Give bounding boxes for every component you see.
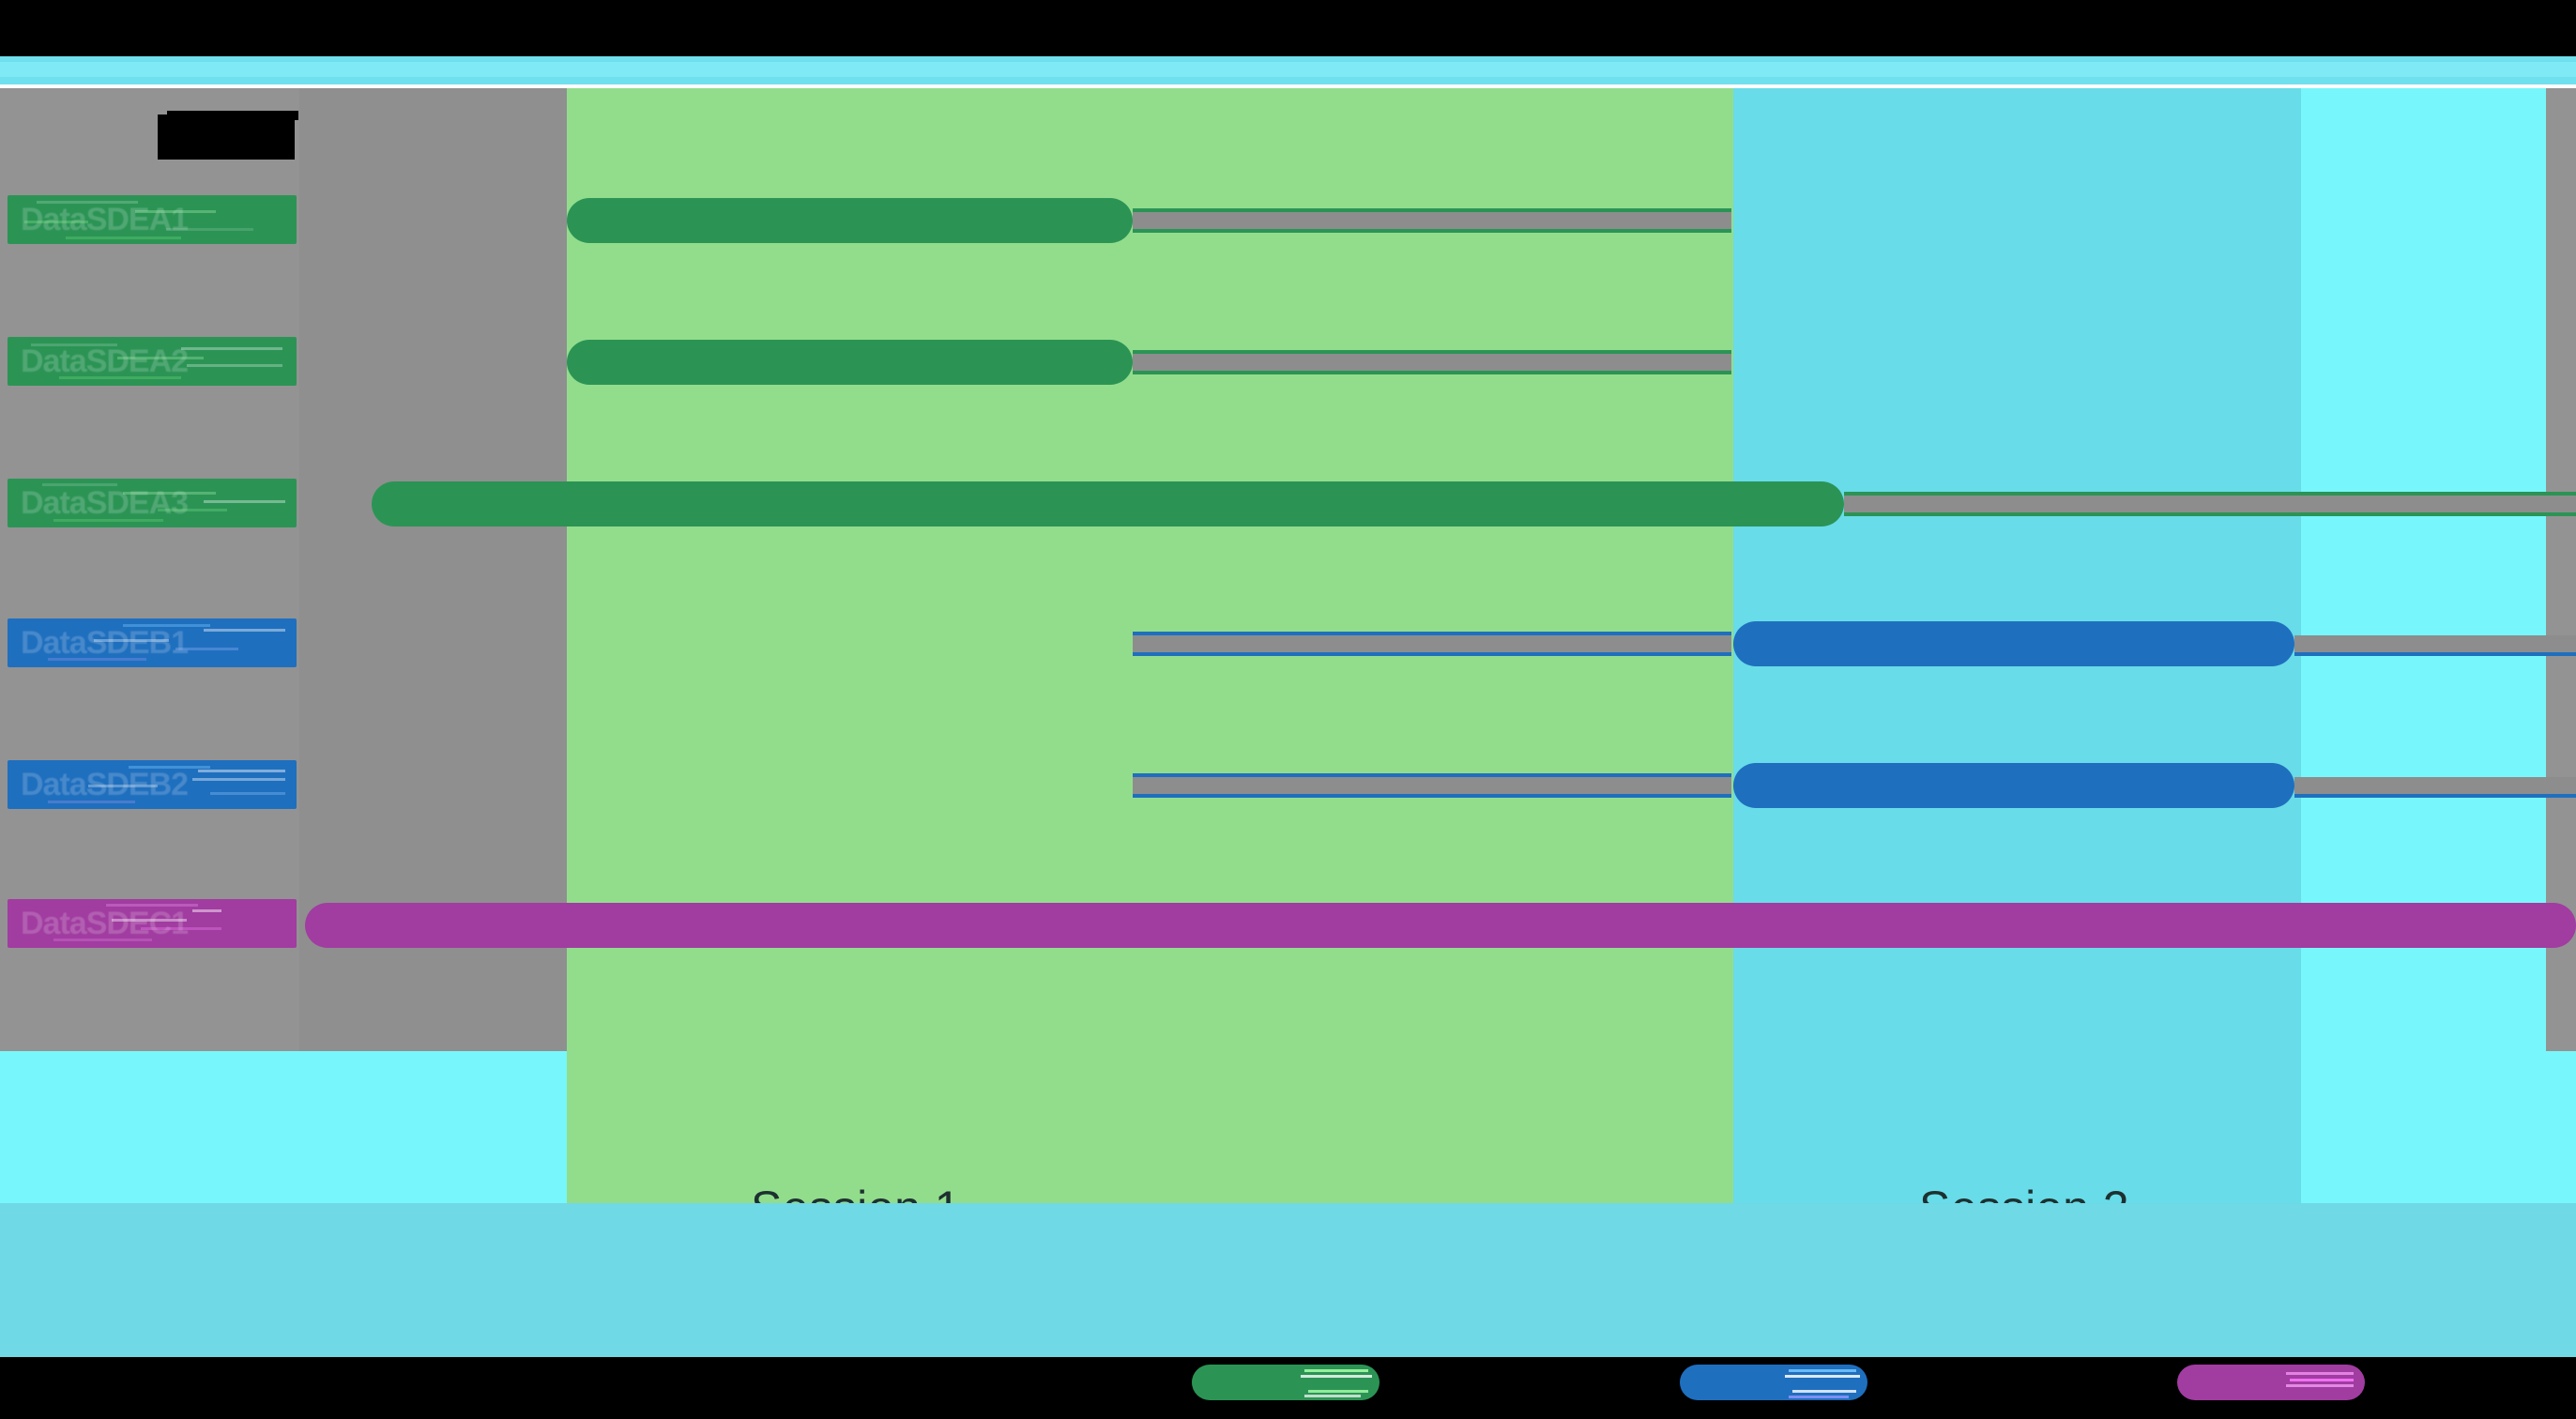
bottom-cyan-panel bbox=[0, 1203, 2576, 1357]
connector-edge-b2-right-bot bbox=[2294, 794, 2576, 798]
sidebar-item-row-label-a1[interactable]: DataSDEA1 bbox=[8, 195, 297, 244]
legend-swatch-icon bbox=[2177, 1365, 2365, 1400]
sidebar-item-label: DataSDEA2 bbox=[21, 343, 189, 379]
top-window-chrome bbox=[0, 0, 2576, 56]
connector-edge-b1-bot bbox=[1133, 652, 1731, 656]
redaction-glitch-overlay bbox=[8, 760, 297, 809]
gantt-bar-a1[interactable] bbox=[567, 198, 1133, 243]
connector-edge-b2-bot bbox=[1133, 794, 1731, 798]
sidebar-item-label: DataSDEA3 bbox=[21, 485, 189, 521]
sidebar-item-row-label-a3[interactable]: DataSDEA3 bbox=[8, 479, 297, 527]
connector-line-a1 bbox=[1133, 212, 1731, 229]
connector-edge-b1-top bbox=[1133, 632, 1731, 635]
connector-line-b2-right bbox=[2294, 777, 2576, 794]
connector-edge-a1-bot bbox=[1133, 229, 1731, 233]
gantt-bar-c1[interactable] bbox=[305, 903, 2576, 948]
chart-legend bbox=[0, 1357, 2576, 1419]
gantt-bar-a3[interactable] bbox=[372, 481, 1844, 526]
sidebar-item-row-label-c1[interactable]: DataSDEC1 bbox=[8, 899, 297, 948]
row-label-gutter-column-2 bbox=[299, 88, 567, 1051]
connector-line-a3 bbox=[1844, 496, 2576, 512]
right-grey-gutter bbox=[2546, 88, 2576, 1051]
gantt-bar-b1[interactable] bbox=[1733, 621, 2294, 666]
sidebar-item-label: DataSDEA1 bbox=[21, 202, 189, 237]
gantt-bar-a2[interactable] bbox=[567, 340, 1133, 385]
sidebar-item-label: DataSDEB2 bbox=[21, 767, 189, 802]
connector-edge-b2-top bbox=[1133, 773, 1731, 777]
top-hairline-divider bbox=[0, 84, 2576, 88]
redaction-glitch-overlay bbox=[8, 195, 297, 244]
connector-edge-b1-right-bot bbox=[2294, 652, 2576, 656]
connector-line-a2 bbox=[1133, 354, 1731, 371]
gantt-chart: DataSDEA1 DataSDEA2 DataSDEA3 Da bbox=[0, 88, 2576, 1234]
sidebar-item-row-label-b1[interactable]: DataSDEB1 bbox=[8, 618, 297, 667]
connector-edge-a2-bot bbox=[1133, 371, 1731, 374]
left-bottom-cyan-fill bbox=[0, 1051, 567, 1203]
connector-edge-a2-top bbox=[1133, 350, 1731, 354]
redaction-glitch-overlay bbox=[8, 899, 297, 948]
top-cyan-strip-inner bbox=[0, 62, 2576, 77]
connector-line-b1-right bbox=[2294, 635, 2576, 652]
legend-swatch-icon bbox=[1680, 1365, 1867, 1400]
sidebar-item-label: DataSDEB1 bbox=[21, 625, 189, 661]
connector-edge-a3-top bbox=[1844, 492, 2576, 496]
sidebar-item-label: DataSDEC1 bbox=[21, 906, 189, 941]
sidebar-item-row-label-a2[interactable]: DataSDEA2 bbox=[8, 337, 297, 386]
legend-swatch-icon bbox=[1192, 1365, 1379, 1400]
redaction-glitch-overlay bbox=[8, 618, 297, 667]
connector-edge-a3-bot bbox=[1844, 512, 2576, 516]
chart-title-redacted bbox=[158, 114, 295, 160]
connector-line-b1 bbox=[1133, 635, 1731, 652]
redaction-glitch-overlay bbox=[8, 479, 297, 527]
gantt-bar-b2[interactable] bbox=[1733, 763, 2294, 808]
connector-edge-a1-top bbox=[1133, 208, 1731, 212]
sidebar-item-row-label-b2[interactable]: DataSDEB2 bbox=[8, 760, 297, 809]
redaction-glitch-overlay bbox=[8, 337, 297, 386]
connector-line-b2 bbox=[1133, 777, 1731, 794]
